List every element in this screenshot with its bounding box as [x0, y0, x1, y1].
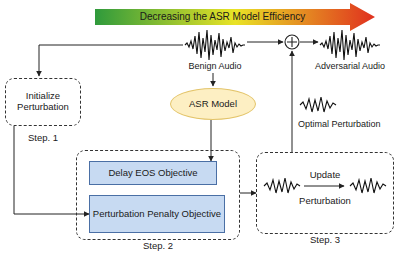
objective-box: Delay EOS Objective [89, 161, 217, 185]
banner-text: Decreasing the ASR Model Efficiency [95, 11, 350, 23]
box-text: Delay EOS Objective [108, 168, 197, 179]
connector-arrow [240, 193, 256, 194]
optimal-waveform [300, 97, 336, 112]
step-heading: Step. 2 [57, 241, 259, 252]
sum-to-adversarial-line [300, 42, 318, 43]
box-text: Initialize Perturbation [6, 91, 80, 113]
step-text: Update [257, 170, 393, 181]
audio-label: Adversarial Audio [305, 61, 395, 71]
optimal-line [292, 51, 293, 152]
box-text: ASR Model [189, 99, 237, 110]
benign-waveform [185, 30, 245, 60]
sum-symbol [285, 35, 299, 49]
adversarial-waveform [320, 30, 380, 60]
connector-arrow [211, 120, 212, 161]
perturbation-waveform [264, 178, 300, 193]
audio-label: Benign Audio [175, 61, 255, 71]
init-box: Initialize PerturbationStep. 1 [5, 78, 81, 126]
step-region: Step. 3UpdatePerturbation [256, 152, 394, 234]
step-heading: Step. 3 [237, 235, 399, 246]
audio-to-model-line [213, 73, 214, 86]
sum-cross [287, 37, 297, 47]
audio-to-sum-line [247, 42, 283, 43]
step-region: Step. 2Delay EOS ObjectivePerturbation P… [76, 150, 240, 240]
audio-label: Optimal Perturbation [298, 119, 381, 129]
update-arrow [304, 186, 344, 187]
efficiency-arrow [95, 3, 375, 31]
step-heading: Step. 1 [0, 133, 100, 144]
objective-box: Perturbation Penalty Objective [89, 195, 225, 233]
loop-line [39, 45, 183, 76]
model-ellipse: ASR Model [170, 88, 256, 120]
step-text: Perturbation [257, 196, 393, 207]
box-text: Perturbation Penalty Objective [93, 209, 221, 220]
updated-waveform [350, 178, 386, 193]
